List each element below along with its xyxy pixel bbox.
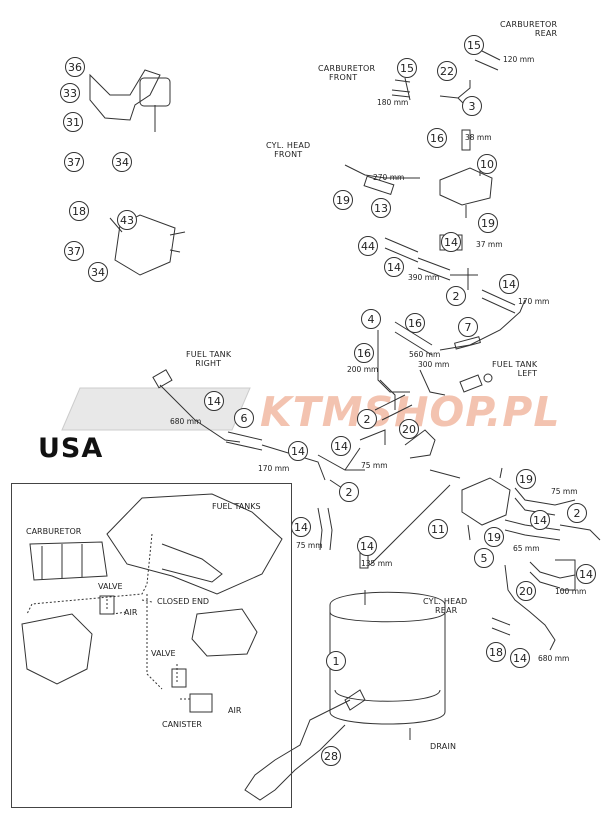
part-callout: 15: [464, 35, 484, 55]
part-callout: 6: [234, 408, 254, 428]
valve-11: [461, 477, 511, 526]
part-callout: 3: [462, 96, 482, 116]
part-callout: 33: [60, 83, 80, 103]
part-callout: 19: [333, 190, 353, 210]
part-callout: 19: [484, 527, 504, 547]
inset-label-valve: VALVE: [98, 582, 123, 591]
part-callout: 43: [117, 210, 137, 230]
region-label: USA: [38, 433, 104, 464]
part-callout: 14: [530, 510, 550, 530]
measurement: 38 mm: [465, 133, 492, 142]
inset-drawing: [21, 493, 283, 713]
part-callout: 37: [64, 152, 84, 172]
label-drain: DRAIN: [430, 742, 457, 751]
part-callout: 31: [63, 112, 83, 132]
part-callout: 1: [326, 651, 346, 671]
part-callout: 19: [478, 213, 498, 233]
inset-label-valve-2: VALVE: [151, 649, 176, 658]
part-callout: 14: [576, 564, 596, 584]
inset-label-carburetor: CARBURETOR: [26, 527, 82, 536]
part-callout: 18: [486, 642, 506, 662]
valve-bracket-top: [89, 69, 161, 121]
part-callout: 5: [474, 548, 494, 568]
part-callout: 36: [65, 57, 85, 77]
part-callout: 22: [437, 61, 457, 81]
part-callout: 16: [427, 128, 447, 148]
measurement: 200 mm: [347, 365, 379, 374]
part-callout: 13: [371, 198, 391, 218]
measurement: 75 mm: [361, 461, 388, 470]
canister-body: [329, 591, 446, 725]
part-callout: 4: [361, 309, 381, 329]
inset-label-closed-end: CLOSED END: [157, 597, 210, 606]
measurement: 560 mm: [409, 350, 441, 359]
carburetor-shape: [29, 541, 108, 581]
drain-hose: [244, 699, 351, 801]
measurement: 75 mm: [296, 541, 323, 550]
ktm-logo-shape: [61, 387, 251, 431]
part-callout: 11: [428, 519, 448, 539]
part-callout: 14: [288, 441, 308, 461]
measurement: 170 mm: [258, 464, 290, 473]
engine-shape: [21, 613, 93, 685]
part-callout: 16: [405, 313, 425, 333]
part-callout: 2: [357, 409, 377, 429]
measurement: 120 mm: [503, 55, 535, 64]
measurement: 37 mm: [476, 240, 503, 249]
part-callout: 16: [354, 343, 374, 363]
part-callout: 19: [516, 469, 536, 489]
measurement: 135 mm: [361, 559, 393, 568]
valve-assembly-2: [114, 214, 176, 276]
part-callout: 14: [510, 648, 530, 668]
part-callout: 20: [399, 419, 419, 439]
part-callout: 34: [88, 262, 108, 282]
measurement: 680 mm: [170, 417, 202, 426]
part-callout: 14: [291, 517, 311, 537]
part-callout: 2: [567, 503, 587, 523]
measurement: 180 mm: [377, 98, 409, 107]
measurement: 300 mm: [418, 360, 450, 369]
inset-label-air: AIR: [124, 608, 138, 617]
measurement: 75 mm: [551, 487, 578, 496]
measurement: 170 mm: [518, 297, 550, 306]
inset-label-fuel-tanks: FUEL TANKS: [212, 502, 261, 511]
measurement: 680 mm: [538, 654, 570, 663]
part-callout: 2: [339, 482, 359, 502]
valve-10: [439, 167, 493, 206]
measurement: 390 mm: [408, 273, 440, 282]
measurement: 65 mm: [513, 544, 540, 553]
part-callout: 10: [477, 154, 497, 174]
inset-label-air-2: AIR: [228, 706, 242, 715]
part-callout: 18: [69, 201, 89, 221]
part-callout: 14: [499, 274, 519, 294]
part-callout: 28: [321, 746, 341, 766]
part-callout: 14: [384, 257, 404, 277]
measurement: 100 mm: [555, 587, 587, 596]
inset-label-canister: CANISTER: [162, 720, 202, 729]
part-callout: 2: [446, 286, 466, 306]
part-callout: 44: [358, 236, 378, 256]
fuel-tanks-shape: [106, 493, 283, 595]
inset-schematic: FUEL TANKS CARBURETOR VALVE AIR CLOSED E…: [11, 483, 292, 808]
part-callout: 14: [204, 391, 224, 411]
part-callout: 14: [331, 436, 351, 456]
part-callout: 15: [397, 58, 417, 78]
part-callout: 20: [516, 581, 536, 601]
part-callout: 14: [357, 536, 377, 556]
part-callout: 34: [112, 152, 132, 172]
part-callout: 7: [458, 317, 478, 337]
part-callout: 37: [64, 241, 84, 261]
part-callout: 14: [441, 232, 461, 252]
measurement: 270 mm: [373, 173, 405, 182]
